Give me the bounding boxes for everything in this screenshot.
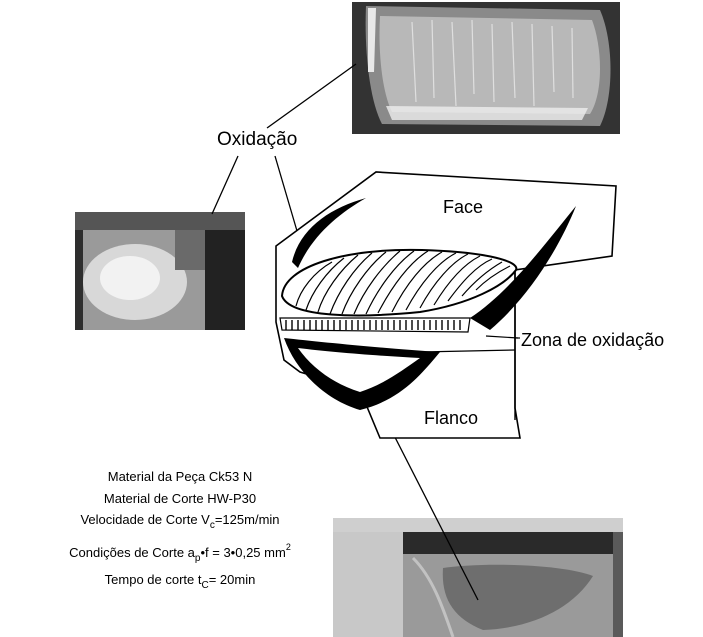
cond-line-time: Tempo de corte tC= 20min: [0, 569, 360, 597]
label-oxidacao: Oxidação: [217, 129, 297, 151]
label-face: Face: [443, 197, 483, 218]
leader-oxid-top: [267, 64, 356, 128]
cutting-conditions: Material da Peça Ck53 N Material de Cort…: [0, 466, 360, 597]
leader-oxid-left: [212, 156, 238, 214]
cond-line-workpiece: Material da Peça Ck53 N: [0, 466, 360, 488]
cond-line-speed: Velocidade de Corte Vc=125m/min: [0, 509, 360, 537]
cond-line-tool: Material de Corte HW-P30: [0, 488, 360, 510]
label-zona-oxidacao: Zona de oxidação: [521, 330, 664, 351]
cond-line-conditions: Condições de Corte ap•f = 3•0,25 mm2: [0, 537, 360, 570]
label-flanco: Flanco: [424, 408, 478, 429]
